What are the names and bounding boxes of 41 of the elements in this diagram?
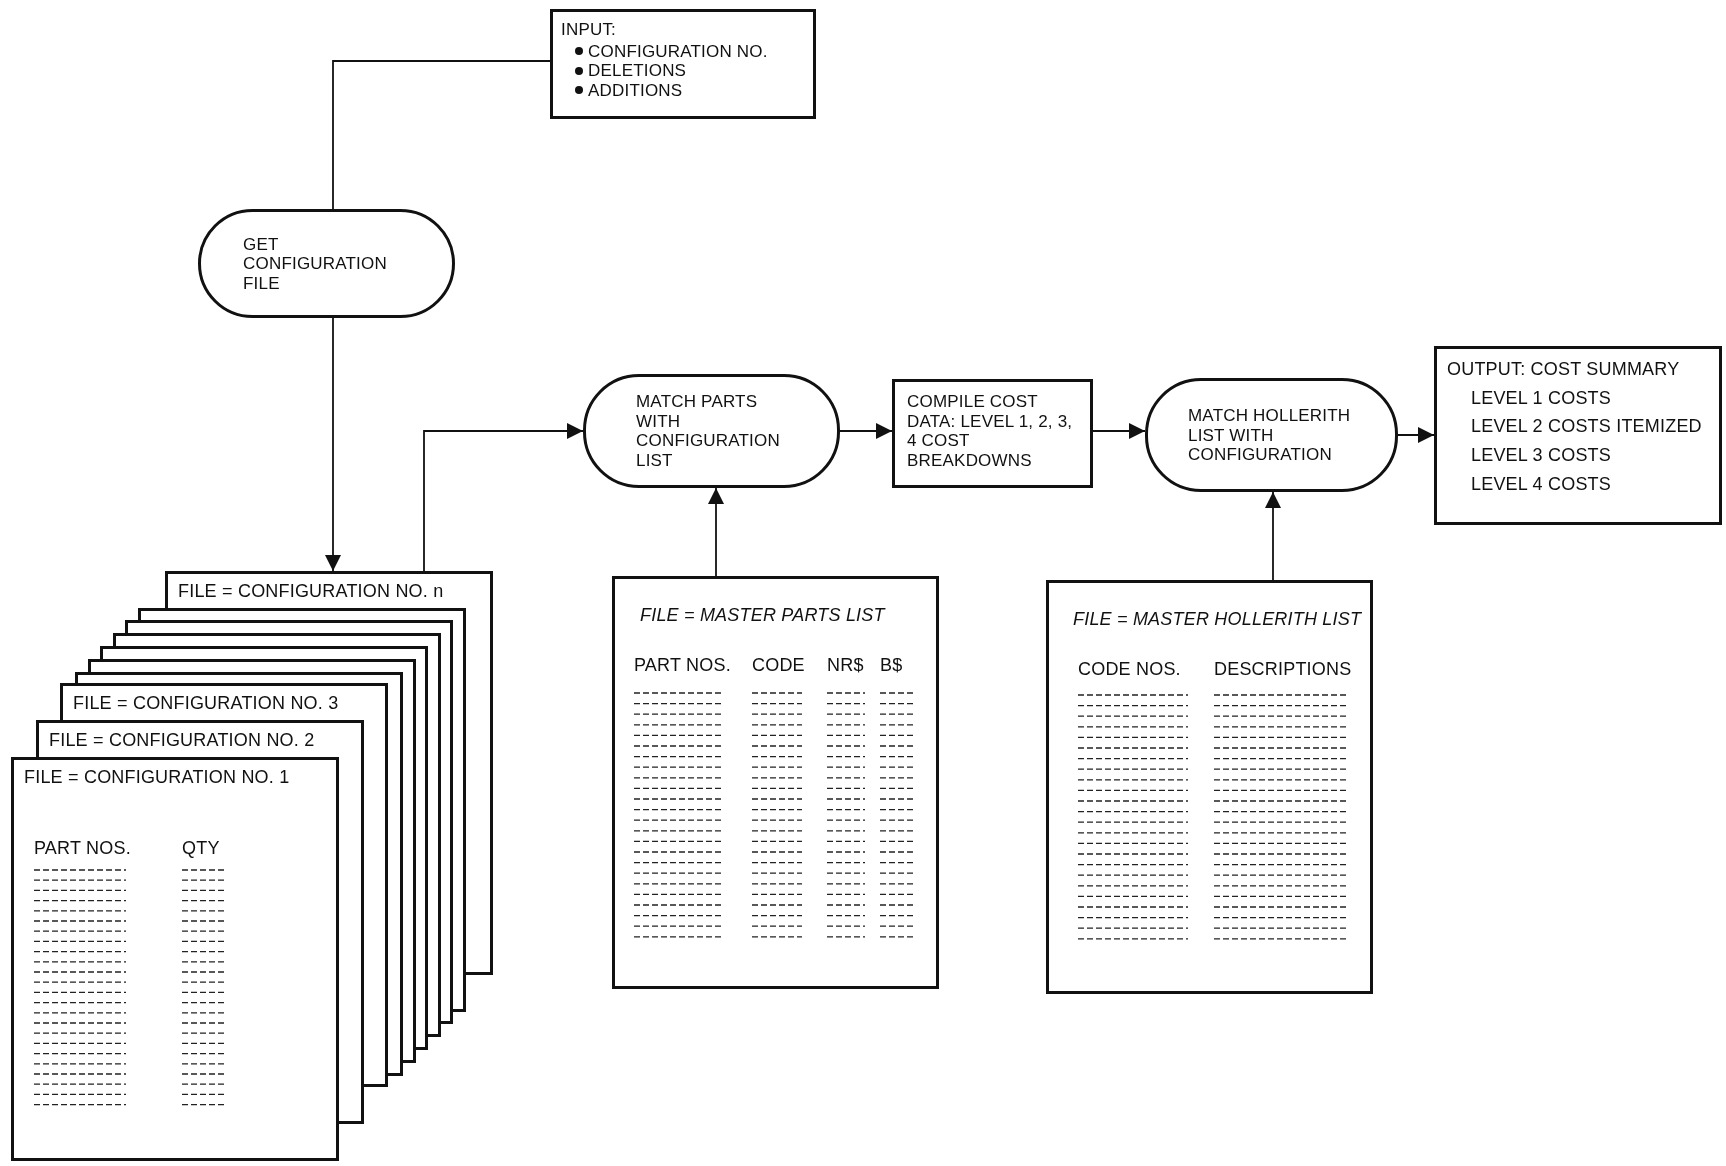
arrow	[1397, 427, 1435, 443]
column-header: DESCRIPTIONS	[1214, 659, 1352, 680]
input-box	[550, 9, 816, 119]
process-label: GET CONFIGURATION FILE	[243, 234, 388, 293]
column-header: QTY	[182, 838, 220, 859]
output-item: LEVEL 3 COSTS	[1471, 445, 1612, 466]
process-box	[892, 379, 1093, 488]
output-item: LEVEL 4 COSTS	[1471, 473, 1612, 495]
arrow	[1265, 491, 1281, 581]
file-title: FILE = CONFIGURATION NO. 3	[73, 693, 339, 714]
column-header: PART NOS.	[634, 655, 731, 676]
file-title: FILE = MASTER PARTS LIST	[640, 605, 885, 626]
arrow	[423, 423, 584, 572]
connector-line	[332, 60, 551, 210]
file-document	[612, 576, 939, 989]
input-item: ADDITIONS	[588, 80, 683, 101]
process-label: COMPILE COST DATA: LEVEL 1, 2, 3, 4 COST BREAKDOWNS	[907, 392, 1074, 471]
process-label: MATCH PARTS WITH CONFIGURATION LIST	[636, 391, 781, 471]
arrow	[1092, 423, 1146, 439]
file-title: FILE = MASTER HOLLERITH LIST	[1073, 609, 1362, 630]
input-heading: INPUT:	[561, 20, 618, 40]
output-box	[1434, 346, 1722, 525]
input-item: CONFIGURATION NO.	[588, 41, 768, 62]
output-item: LEVEL 2 COSTS ITEMIZED	[1471, 416, 1703, 438]
file-title: FILE = CONFIGURATION NO. 1	[24, 767, 290, 788]
output-heading: OUTPUT: COST SUMMARY	[1447, 359, 1681, 380]
process-label: MATCH HOLLERITH LIST WITH CONFIGURATION	[1188, 405, 1352, 465]
file-title: FILE = CONFIGURATION NO. n	[178, 581, 444, 602]
column-header: PART NOS.	[34, 838, 131, 859]
column-header: NR$	[827, 655, 864, 676]
file-title: FILE = CONFIGURATION NO. 2	[49, 730, 315, 751]
arrow	[839, 423, 893, 439]
column-header: CODE NOS.	[1078, 659, 1181, 680]
input-item: DELETIONS	[588, 61, 687, 81]
arrow	[325, 317, 341, 572]
column-header: B$	[880, 655, 903, 676]
output-item: LEVEL 1 COSTS	[1471, 387, 1612, 409]
file-document	[1046, 580, 1373, 994]
arrow	[708, 487, 724, 577]
column-header: CODE	[752, 655, 805, 676]
file-sheet	[11, 757, 339, 1161]
